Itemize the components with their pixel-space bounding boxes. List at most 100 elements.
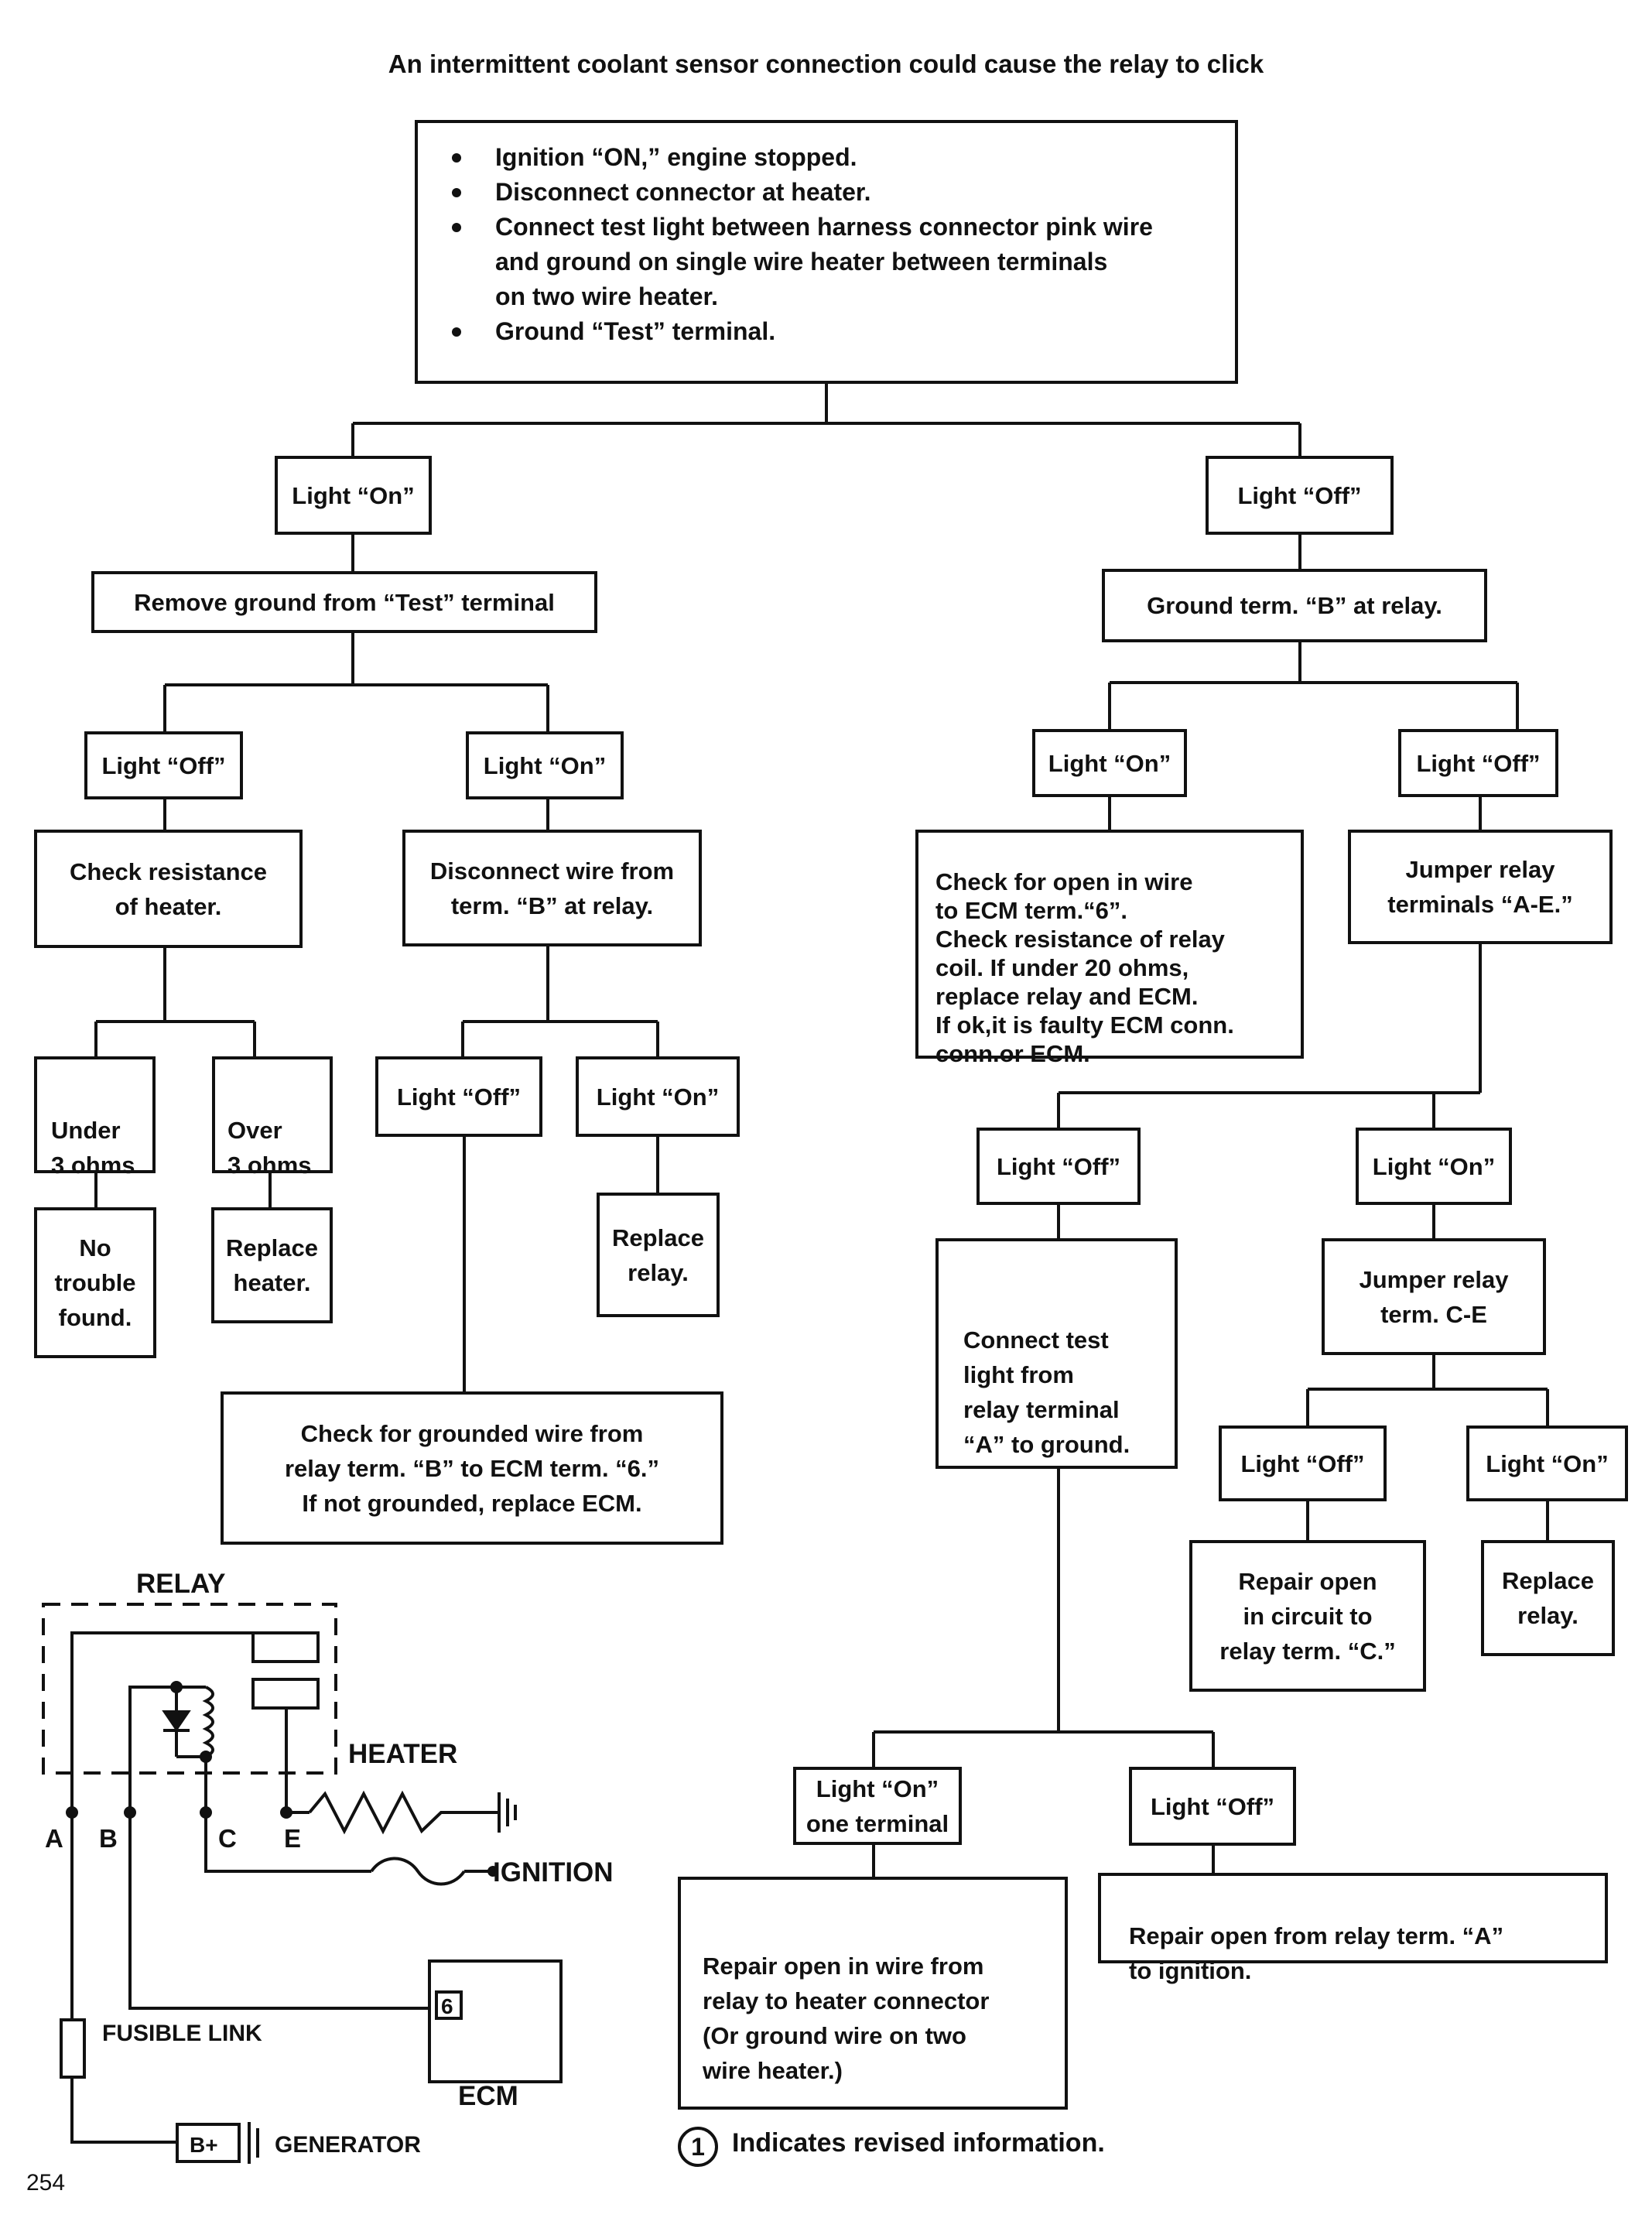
step-continuation: on two wire heater. [495,279,1219,314]
ignition-label: IGNITION [493,1857,614,1888]
relay-contact-bottom [251,1678,320,1710]
step-text: on two wire heater. [495,282,719,310]
box-label: Light “On” [483,751,607,779]
replace-relay-box: Replace relay. [1481,1540,1615,1656]
ecm-label: ECM [458,2081,518,2111]
box-label: Light “Off” [1237,481,1362,509]
connect-test-light-box: Connect test light from relay terminal “… [935,1238,1178,1469]
light-on-box: Light “On” [1356,1128,1512,1205]
ecm-symbol [428,1959,563,2083]
light-off-box: Light “Off” [1206,456,1394,535]
box-label: Disconnect wire from term. “B” at relay. [429,857,675,919]
terminal-b-label: B [99,1824,118,1853]
box-label: Light “On” [1048,749,1171,777]
step-text: Ground “Test” terminal. [495,317,776,345]
terminal-c-label: C [218,1824,237,1853]
heater-symbol [308,1790,499,1835]
step-item: Disconnect connector at heater. [452,175,1219,210]
light-off-box: Light “Off” [84,731,243,799]
initial-test-steps-box: Ignition “ON,” engine stopped. Disconnec… [415,120,1238,384]
box-label: Remove ground from “Test” terminal [134,588,555,616]
step-text: Disconnect connector at heater. [495,178,871,206]
box-label: Repair open in wire from relay to heater… [703,1953,990,2084]
box-label: Over 3 ohms [227,1117,312,1179]
relay-contact-top [251,1631,320,1663]
generator-symbol [176,2123,241,2163]
step-continuation: and ground on single wire heater between… [495,245,1219,279]
box-label: Replace heater. [226,1234,318,1296]
jumper-relay-ae-box: Jumper relay terminals “A-E.” [1348,830,1613,944]
light-off-box: Light “Off” [1129,1767,1296,1846]
revision-note: Indicates revised information. [732,2128,1105,2158]
light-on-one-terminal-box: Light “On” one terminal [793,1767,962,1845]
repair-open-ignition-box: Repair open from relay term. “A” to igni… [1098,1873,1608,1984]
terminal-a-label: A [45,1824,63,1853]
ground-term-b-box: Ground term. “B” at relay. [1102,569,1487,642]
box-label: Light “Off” [396,1083,522,1111]
light-on-box: Light “On” [1466,1426,1628,1501]
repair-open-circuit-c-box: Repair open in circuit to relay term. “C… [1189,1540,1426,1692]
box-label: Light “On” [1372,1152,1496,1180]
step-item: Ignition “ON,” engine stopped. [452,140,1219,175]
under-3-ohms-box: Under 3 ohms [34,1056,156,1179]
box-label: No trouble found. [54,1234,136,1331]
ecm-terminal-6 [435,1990,463,2020]
light-on-box: Light “On” [275,456,432,535]
box-label: Light “Off” [1416,749,1541,777]
remove-ground-box: Remove ground from “Test” terminal [91,571,597,633]
jumper-relay-ce-box: Jumper relay term. C-E [1322,1238,1546,1355]
box-label: Under 3 ohms [51,1117,135,1179]
light-on-box: Light “On” [576,1056,740,1137]
check-grounded-wire-box: Check for grounded wire from relay term.… [221,1391,723,1545]
box-label: Light “Off” [101,751,226,779]
box-label: Check resistance of heater. [69,857,268,920]
step-text: Ignition “ON,” engine stopped. [495,143,857,171]
replace-heater-box: Replace heater. [211,1207,333,1323]
box-label: Light “Off” [1150,1792,1275,1820]
box-label: Light “On” [596,1083,720,1111]
step-item: Connect test light between harness conne… [452,210,1219,245]
box-label: Replace relay. [1502,1567,1594,1629]
box-label: Light “On” one terminal [805,1775,949,1837]
fusible-link-symbol [60,2018,86,2079]
box-label: Light “Off” [1240,1449,1365,1477]
box-label: Check for open in wire to ECM term.“6”. … [935,868,1234,1067]
box-label: Ground term. “B” at relay. [1147,592,1442,619]
ecm-terminal-label: 6 [441,1994,453,2018]
box-label: Light “Off” [996,1152,1121,1180]
generator-label: GENERATOR [275,2132,421,2158]
box-label: Repair open from relay term. “A” to igni… [1129,1922,1504,1984]
box-label: Light “On” [292,481,415,509]
heater-label: HEATER [348,1739,457,1769]
box-label: Replace relay. [612,1224,704,1286]
light-off-box: Light “Off” [375,1056,542,1137]
fusible-link-label: FUSIBLE LINK [102,2021,262,2046]
relay-label: RELAY [136,1569,225,1599]
relay-outline [42,1603,337,1775]
light-on-box: Light “On” [1032,729,1187,797]
page-title: An intermittent coolant sensor connectio… [388,50,1264,78]
box-label: Repair open in circuit to relay term. “C… [1219,1567,1396,1665]
box-label: Check for grounded wire from relay term.… [284,1419,660,1517]
step-text: and ground on single wire heater between… [495,248,1108,276]
check-resistance-box: Check resistance of heater. [34,830,303,948]
page-number: 254 [26,2170,66,2196]
terminal-e-label: E [284,1824,301,1853]
box-label: Connect test light from relay terminal “… [963,1326,1130,1458]
check-open-wire-box: Check for open in wire to ECM term.“6”. … [915,830,1304,1067]
over-3-ohms-box: Over 3 ohms [212,1056,333,1179]
box-label: Light “On” [1486,1449,1609,1477]
replace-relay-box: Replace relay. [597,1193,720,1317]
revision-number: 1 [691,2132,705,2161]
step-item: Ground “Test” terminal. [452,314,1219,349]
relay-coil-symbol [202,1686,214,1758]
light-on-box: Light “On” [466,731,624,799]
disconnect-wire-box: Disconnect wire from term. “B” at relay. [402,830,702,946]
light-off-box: Light “Off” [1398,729,1558,797]
b-plus-label: B+ [190,2133,218,2157]
light-off-box: Light “Off” [976,1128,1141,1205]
light-off-box: Light “Off” [1219,1426,1387,1501]
no-trouble-found-box: No trouble found. [34,1207,156,1358]
